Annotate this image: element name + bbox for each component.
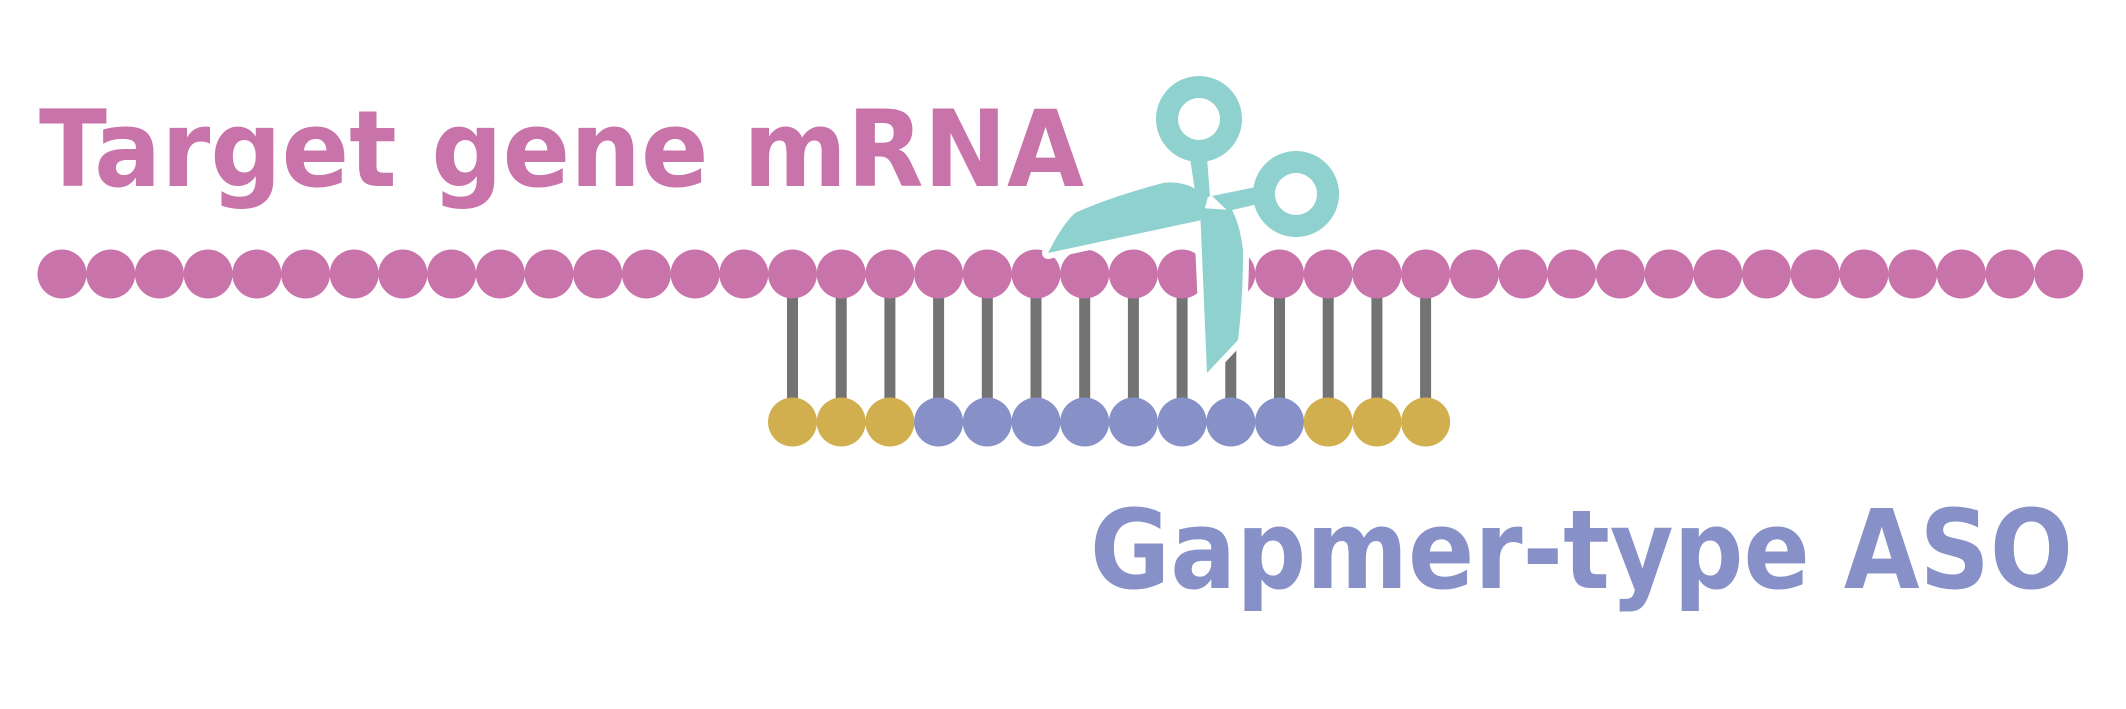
aso-gap-nucleotide [1157, 397, 1207, 447]
base-pair-stem [1030, 274, 1042, 422]
mrna-nucleotide [183, 249, 233, 299]
mrna-nucleotide [378, 249, 428, 299]
scissors-blade-vertical [1200, 208, 1243, 373]
base-pair-stem [1274, 274, 1285, 422]
mrna-nucleotide [914, 249, 964, 299]
aso-wing-nucleotide [1401, 397, 1451, 447]
aso-wing-nucleotide [768, 397, 817, 447]
mrna-nucleotide [1839, 249, 1889, 299]
base-pair-stem [1176, 274, 1188, 422]
mrna-nucleotide [524, 249, 574, 299]
base-pair-stem [1079, 274, 1091, 422]
mrna-nucleotide [86, 249, 136, 299]
mrna-nucleotide [1742, 249, 1791, 299]
mrna-nucleotide [134, 249, 184, 299]
base-pair-stem [884, 274, 896, 422]
mrna-nucleotide [816, 249, 866, 299]
mrna-nucleotide [475, 249, 525, 299]
aso-gap-nucleotide [962, 397, 1012, 447]
mrna-nucleotide [1401, 249, 1451, 299]
mrna-nucleotide [1595, 249, 1645, 299]
mrna-nucleotide [427, 249, 477, 299]
scissors-blade-left [1048, 182, 1208, 253]
aso-strand [768, 397, 1451, 447]
mrna-nucleotide [1157, 249, 1207, 299]
mrna-title: Target gene mRNA [39, 88, 1084, 211]
mrna-nucleotide [1936, 249, 1986, 299]
scissors-icon [1042, 76, 1340, 379]
aso-title: Gapmer-type ASO [1090, 486, 2073, 614]
aso-gap-nucleotide [1011, 397, 1061, 447]
mrna-nucleotide [962, 249, 1012, 299]
scissors-handle-upper [1156, 76, 1243, 162]
mrna-nucleotide [2034, 249, 2084, 299]
base-pair-stem [787, 274, 798, 422]
base-pair-stem [1127, 274, 1139, 422]
mrna-nucleotide [1693, 249, 1743, 299]
aso-gap-nucleotide [914, 397, 964, 447]
mrna-nucleotide [768, 249, 817, 299]
mrna-nucleotide [232, 249, 282, 299]
mrna-nucleotide [1303, 249, 1353, 299]
mrna-nucleotide [1011, 249, 1061, 299]
mrna-nucleotide [281, 249, 330, 299]
aso-gap-nucleotide [1206, 397, 1256, 447]
mrna-nucleotide [329, 249, 379, 299]
mrna-nucleotide [719, 249, 769, 299]
mrna-nucleotide [37, 249, 87, 299]
base-pair-stem [1371, 274, 1383, 422]
mrna-nucleotide [1449, 249, 1499, 299]
mrna-nucleotide [1352, 249, 1402, 299]
aso-gap-nucleotide [1108, 397, 1158, 447]
mrna-nucleotide [670, 249, 720, 299]
mrna-nucleotide [621, 249, 671, 299]
mrna-nucleotide [1644, 249, 1694, 299]
mrna-nucleotide [1985, 249, 2035, 299]
mrna-nucleotide [1498, 249, 1548, 299]
mrna-nucleotide [1888, 249, 1938, 299]
scissors-handle-right [1253, 151, 1340, 238]
base-pair-stem [981, 274, 993, 422]
base-pair-stem [835, 274, 847, 422]
aso-wing-nucleotide [1303, 397, 1353, 447]
aso-wing-nucleotide [1352, 397, 1402, 447]
base-pair-stem [1420, 274, 1432, 422]
aso-gap-nucleotide [1255, 397, 1304, 447]
base-pair-stem [933, 274, 945, 422]
mrna-nucleotide [1547, 249, 1597, 299]
aso-gap-nucleotide [1060, 397, 1110, 447]
mrna-strand [37, 249, 2084, 299]
mrna-nucleotide [1108, 249, 1158, 299]
aso-wing-nucleotide [816, 397, 866, 447]
mrna-nucleotide [865, 249, 915, 299]
aso-wing-nucleotide [865, 397, 915, 447]
mrna-nucleotide [1060, 249, 1110, 299]
mrna-nucleotide [573, 249, 623, 299]
mrna-nucleotide [1790, 249, 1840, 299]
mrna-nucleotide [1255, 249, 1304, 299]
base-pair-stem [1322, 274, 1334, 422]
